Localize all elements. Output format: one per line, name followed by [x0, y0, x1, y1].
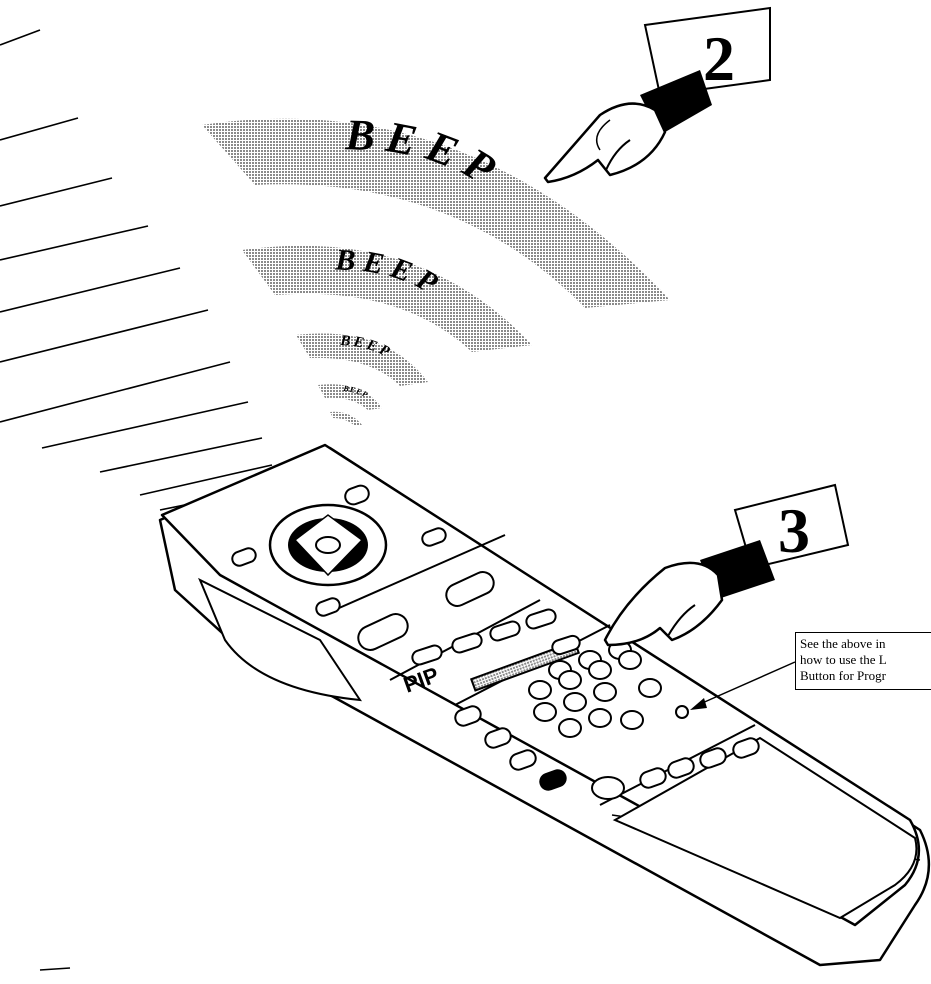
step-3-hand: 3 [605, 485, 848, 645]
step-2-hand: 2 [545, 8, 770, 182]
beep-wave-5 [330, 412, 362, 426]
step-3-number: 3 [778, 495, 810, 566]
remote-dpad [270, 505, 386, 585]
step-2-number: 2 [703, 23, 735, 94]
callout-line-2: how to use the L [800, 652, 930, 668]
callout-note: See the above in how to use the L Button… [795, 632, 931, 690]
beep-wave-3: BEEP [296, 333, 428, 386]
callout-line-3: Button for Progr [800, 668, 930, 684]
callout-line-1: See the above in [800, 636, 930, 652]
beep-wave-2: BEEP [242, 244, 532, 352]
beep-wave-4: BEEP [318, 384, 382, 410]
